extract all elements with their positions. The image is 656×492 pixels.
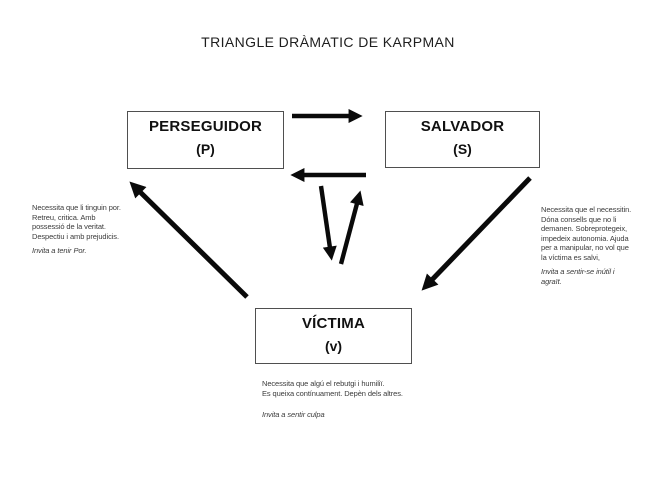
persecutor-letter: (P) <box>196 141 215 157</box>
victim-note-invitation: Invita a sentir culpa <box>262 410 325 419</box>
victim-note-text: Necessita que algú el rebutgi i humiliï.… <box>262 379 403 398</box>
victim-note: Necessita que algú el rebutgi i humiliï.… <box>262 379 432 420</box>
persecutor-note-text: Necessita que li tinguin por. Retreu, cr… <box>32 203 121 241</box>
persecutor-note: Necessita que li tinguin por. Retreu, cr… <box>32 203 132 256</box>
persecutor-label: PERSEGUIDOR <box>148 118 263 135</box>
rescuer-box: SALVADOR (S) <box>385 111 540 168</box>
rescuer-note-invitation: Invita a sentir-se inútil i agraït. <box>541 267 615 286</box>
arrow-victim-to-persecutor-icon <box>129 181 249 299</box>
victim-label: VÍCTIMA <box>301 315 366 332</box>
victim-box: VÍCTIMA (v) <box>255 308 412 364</box>
arrow-rescuer-to-victim-icon <box>421 176 532 291</box>
diagram-title: TRIANGLE DRÀMATIC DE KARPMAN <box>201 34 455 50</box>
arrow-mid-up-to-rescuer-icon <box>338 190 364 265</box>
victim-letter: (v) <box>324 338 343 354</box>
persecutor-box: PERSEGUIDOR (P) <box>127 111 284 169</box>
rescuer-note-text: Necessita que el necessitin. Dóna consel… <box>541 205 632 262</box>
arrow-mid-down-to-victim-icon <box>318 185 337 261</box>
rescuer-label: SALVADOR <box>420 118 505 135</box>
rescuer-note: Necessita que el necessitin. Dóna consel… <box>541 205 653 286</box>
persecutor-note-invitation: Invita a tenir Por. <box>32 246 87 255</box>
rescuer-letter: (S) <box>453 141 472 157</box>
